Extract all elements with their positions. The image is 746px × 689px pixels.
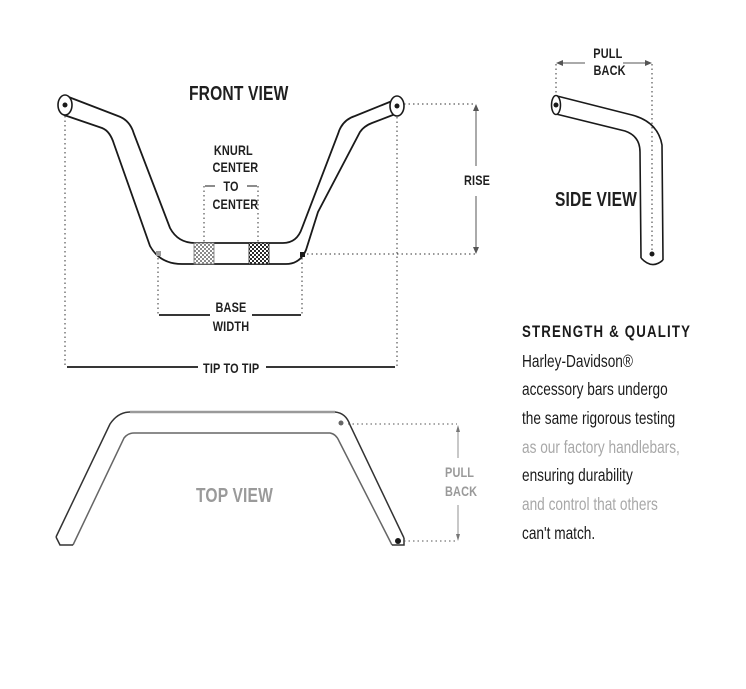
side-pull-back-line2: BACK [593,62,626,78]
copy-line: and control that others [522,494,658,515]
base-width-label-line2: WIDTH [212,318,250,334]
strength-quality-copy: STRENGTH & QUALITY Harley-Davidson® acce… [522,318,691,548]
left-knurl [193,242,215,265]
front-view-title: FRONT VIEW [189,83,289,105]
right-knurl [248,242,270,265]
top-pull-back-line2: BACK [445,483,478,499]
copy-line: accessory bars undergo [522,379,668,400]
copy-heading: STRENGTH & QUALITY [522,322,692,341]
copy-line: can't match. [522,522,596,543]
side-pull-back-line1: PULL [593,45,623,61]
copy-line: ensuring durability [522,465,633,486]
side-view-bar [555,95,664,266]
front-view-bar [63,95,399,265]
knurl-label-line4: CENTER [212,196,259,212]
tip-to-tip-label: TIP TO TIP [203,360,260,376]
copy-line: as our factory handlebars, [522,436,680,457]
copy-line: the same rigorous testing [522,408,676,429]
copy-line: Harley-Davidson® [522,350,633,371]
knurl-label-line2: CENTER [212,159,259,175]
knurl-label-line1: KNURL [213,142,253,158]
top-view-title: TOP VIEW [196,485,273,507]
base-width-label-line1: BASE [215,299,247,315]
knurl-label-line3: TO [223,178,239,194]
rise-label: RISE [464,172,491,188]
side-view-title: SIDE VIEW [555,189,638,211]
top-view-bar [55,410,405,546]
top-pull-back-line1: PULL [445,464,475,480]
